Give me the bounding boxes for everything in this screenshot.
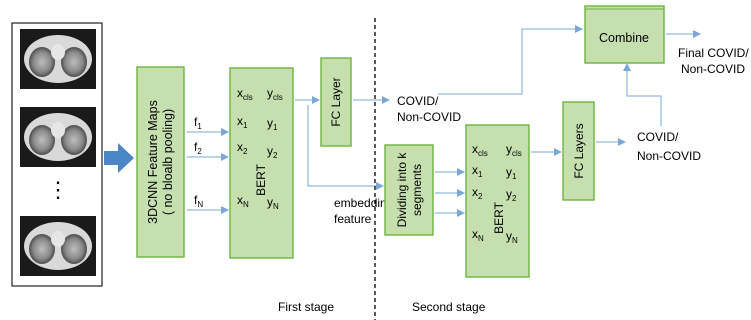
bert-box-second: [465, 124, 530, 278]
bert1-y2: y2: [267, 144, 278, 160]
bert1-xcls: xcls: [237, 86, 253, 102]
second-stage-label: Second stage: [412, 300, 486, 314]
ct-scan-image: [20, 29, 96, 89]
combine-box: [584, 5, 665, 64]
final-output-line1: Final COVID/: [678, 46, 749, 60]
bert1-x2: x2: [237, 140, 248, 156]
bert2-yN: yN: [506, 229, 518, 245]
bert1-ycls: ycls: [267, 86, 283, 102]
dividing-box: [384, 144, 434, 236]
right-arrow-icon: [104, 143, 134, 173]
bert1-label: BERT: [254, 163, 268, 195]
dividing-label-line2: segments: [410, 164, 424, 216]
f2-label: f2: [194, 140, 202, 156]
f1-label: f1: [194, 115, 202, 131]
embedding-label-line1: embedding: [334, 196, 393, 210]
fc-layer-label: FC Layer: [329, 77, 343, 126]
bert2-label: BERT: [492, 201, 506, 233]
covid-output-second-line1: COVID/: [637, 130, 679, 144]
fc-layers-label: FC Layers: [572, 123, 586, 178]
bert2-xN: xN: [472, 227, 484, 243]
bert2-y2: y2: [506, 187, 517, 203]
bert1-xN: xN: [237, 193, 249, 209]
fc-layers-box: [562, 101, 595, 201]
feature-maps-sublabel: ( no bloalb pooling): [161, 109, 175, 215]
embedding-label-line2: feature: [334, 212, 372, 226]
covid-output-second-line2: Non-COVID: [637, 149, 701, 163]
bert-box-first: [229, 67, 294, 259]
combine-label: Combine: [599, 31, 649, 45]
ct-scan-image: [20, 107, 96, 167]
feature-maps-box: [136, 66, 185, 258]
bert2-xcls: xcls: [472, 142, 488, 158]
covid-output-first-line2: Non-COVID: [397, 110, 461, 124]
bert2-y1: y1: [506, 165, 517, 181]
bert1-yN: yN: [267, 195, 279, 211]
bert1-y1: y1: [267, 116, 278, 132]
ct-scan-image: [20, 216, 96, 276]
bert2-x1: x1: [472, 163, 483, 179]
dividing-label-line1: Dividing into k: [395, 152, 409, 228]
fc-layer-box: [320, 57, 352, 147]
covid-output-first-line1: COVID/: [397, 94, 439, 108]
bert2-ycls: ycls: [506, 142, 522, 158]
ellipsis: ⋮: [47, 177, 69, 202]
input-panel: ⋮: [11, 22, 103, 287]
final-output-line2: Non-COVID: [681, 62, 745, 76]
bert1-x1: x1: [237, 114, 248, 130]
fN-label: fN: [194, 193, 203, 209]
first-stage-label: First stage: [278, 300, 334, 314]
feature-maps-label: 3DCNN Feature Maps: [146, 100, 160, 224]
bert2-x2: x2: [472, 185, 483, 201]
